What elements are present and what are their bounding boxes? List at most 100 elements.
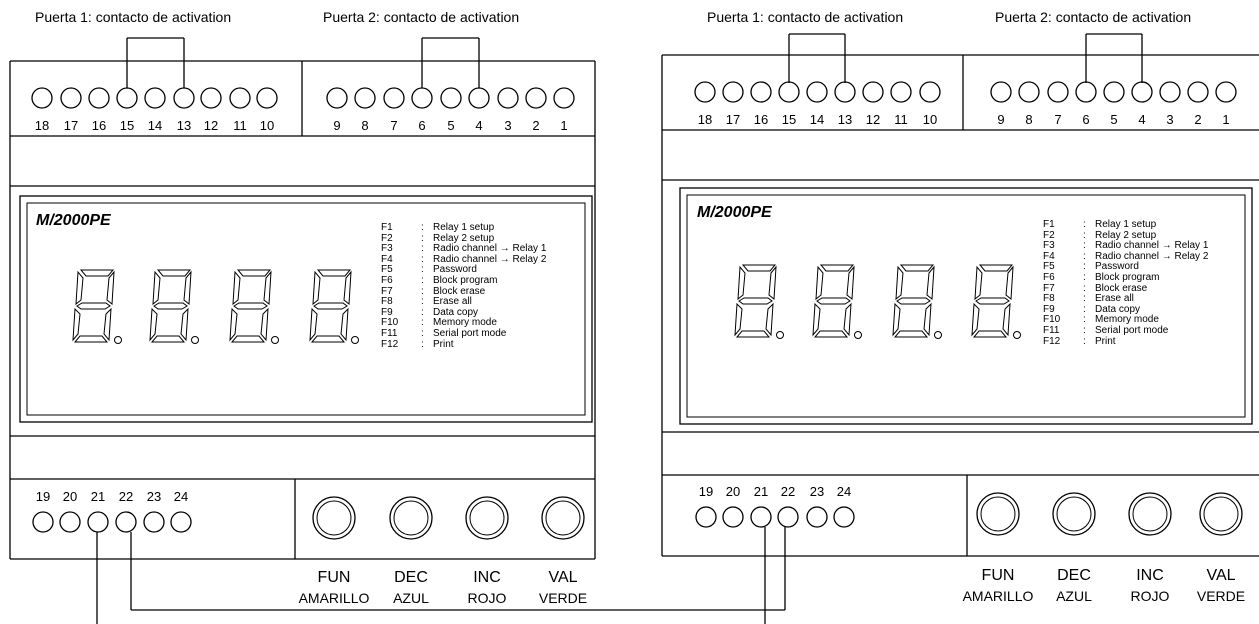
function-row: F3:Radio channel → Relay 1 (1043, 241, 1208, 252)
function-separator: : (1083, 219, 1086, 230)
top-terminal (1215, 81, 1237, 103)
display-window (686, 194, 1246, 418)
display-segment (735, 330, 771, 338)
model-label: M/2000PE (36, 212, 111, 229)
function-row: F11:Serial port mode (1043, 324, 1208, 337)
function-row: F7:Block erase (1043, 283, 1208, 295)
top-terminal (1187, 81, 1209, 103)
function-code: F1 (381, 222, 393, 233)
puerta1-label: Puerta 1: contacto de activation (707, 9, 904, 25)
display-segment (150, 335, 186, 343)
display-segment (737, 265, 746, 301)
display-segment (149, 307, 158, 342)
top-terminal (806, 81, 828, 103)
display-segment (152, 270, 161, 306)
interconnect-wires (96, 527, 786, 624)
display-segment (263, 270, 272, 305)
function-description: Data copy (433, 306, 479, 318)
bottom-terminal (833, 506, 855, 528)
top-terminal (862, 81, 884, 103)
button-name-label: FUN (982, 567, 1015, 584)
function-separator: : (421, 222, 424, 233)
display-segment (180, 307, 189, 342)
top-terminal-number: 13 (177, 118, 191, 133)
function-description: Block program (1095, 271, 1160, 283)
top-terminal (116, 87, 138, 109)
button-val-inner (1203, 496, 1239, 532)
display-segment (816, 297, 851, 305)
display-segment (975, 297, 1010, 305)
button-dec-outer (1052, 492, 1096, 536)
button-color-label: AZUL (1056, 588, 1092, 604)
top-terminal (778, 81, 800, 103)
display-segment (309, 307, 318, 342)
decimal-point (271, 336, 279, 344)
function-description: Serial port mode (1095, 324, 1169, 336)
button-inc-outer (465, 496, 509, 540)
button-name-label: FUN (318, 569, 351, 586)
top-terminal-number: 12 (866, 112, 880, 127)
bottom-terminal-number: 23 (147, 489, 161, 504)
display-segment (843, 302, 852, 337)
bottom-terminal (170, 511, 192, 533)
top-terminal-number: 5 (447, 118, 454, 133)
top-terminal-number: 6 (418, 118, 425, 133)
top-terminal-number: 4 (475, 118, 482, 133)
display-segment (310, 335, 346, 343)
button-name-label: DEC (394, 569, 428, 586)
display-segment (233, 302, 268, 310)
top-terminal (1018, 81, 1040, 103)
function-separator: : (421, 243, 424, 255)
function-description: Relay 1 setup (433, 222, 495, 233)
bottom-terminal-number: 19 (699, 484, 713, 499)
function-code: F8 (381, 296, 393, 308)
display-segment (153, 302, 188, 310)
top-terminal (440, 87, 462, 109)
function-description: Print (1095, 335, 1116, 347)
button-dec-inner (393, 500, 429, 536)
function-row: F9:Data copy (381, 306, 546, 319)
display-segment (313, 302, 348, 310)
decimal-point (934, 331, 942, 339)
function-row: F12:Print (1043, 335, 1208, 348)
top-terminal-number: 10 (260, 118, 274, 133)
top-terminal (1131, 81, 1153, 103)
button-name-label: DEC (1057, 567, 1091, 584)
top-terminal (383, 87, 405, 109)
top-terminal (1159, 81, 1181, 103)
function-separator: : (421, 253, 424, 265)
top-terminal-number: 7 (390, 118, 397, 133)
display-segment (896, 297, 931, 305)
button-fun-inner (316, 500, 352, 536)
bottom-terminal-number: 22 (781, 484, 795, 499)
display-segment (103, 307, 112, 342)
function-description: Relay 2 setup (1095, 229, 1157, 241)
top-terminal (553, 87, 575, 109)
top-terminal (694, 81, 716, 103)
function-separator: : (421, 327, 424, 339)
display-segment (156, 269, 192, 277)
puerta2-label: Puerta 2: contacto de activation (323, 9, 520, 25)
function-code: F11 (1043, 324, 1060, 336)
decimal-point (191, 336, 199, 344)
top-terminal (834, 81, 856, 103)
display-segment (819, 264, 855, 272)
bottom-terminal-number: 24 (837, 484, 851, 499)
function-row: F11:Serial port mode (381, 327, 546, 340)
display-segment (923, 302, 932, 337)
top-terminal-number: 11 (233, 118, 247, 133)
top-terminal-number: 14 (810, 112, 824, 127)
button-dec-outer (389, 496, 433, 540)
top-terminal (750, 81, 772, 103)
top-terminal-number: 9 (333, 118, 340, 133)
function-description: Block erase (433, 285, 486, 297)
display-segment (741, 264, 777, 272)
function-code: F3 (1043, 240, 1055, 252)
top-terminal (354, 87, 376, 109)
bottom-terminal (750, 506, 772, 528)
bottom-terminal (806, 506, 828, 528)
button-name-label: INC (1136, 567, 1164, 584)
display-frame (19, 195, 593, 423)
